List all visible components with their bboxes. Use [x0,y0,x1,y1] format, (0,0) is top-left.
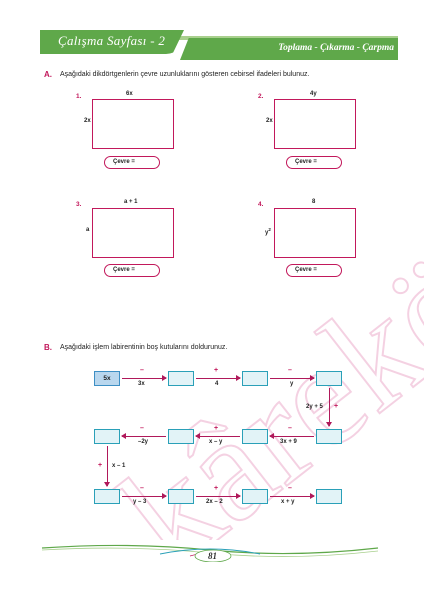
maze-op-down-2: + [98,462,103,469]
maze-box-r1-3[interactable] [242,371,268,386]
maze-box-r2-1[interactable] [94,429,120,444]
maze-op-r1-3: – [288,367,292,374]
item-3-cevre-field[interactable]: Çevre = [104,264,160,277]
maze-box-r2-3[interactable] [242,429,268,444]
maze-arrow-r3-3 [270,493,315,500]
item-1-top-label: 6x [126,91,133,97]
item-4-side-exponent: 2 [268,227,271,232]
maze-term-r3-2: 2x – 2 [206,499,223,505]
item-2-side-label: 2x [266,118,273,124]
item-4-side-base: y [265,230,269,236]
maze-arrow-down-2 [104,446,111,487]
item-2-top-label: 4y [310,91,317,97]
header-title-tab [40,30,184,54]
item-3-number: 3. [76,201,82,208]
maze-term-r1-3: y [290,381,294,387]
item-3-side-label: a [86,227,90,233]
item-1-side-label: 2x [84,118,91,124]
maze-box-r3-4[interactable] [316,489,342,504]
maze-term-down-2: x – 1 [112,463,126,469]
maze-op-r3-3: – [288,485,292,492]
maze-op-r1-1: – [140,367,144,374]
maze-box-r2-4[interactable] [316,429,342,444]
item-4-top-label: 8 [312,199,316,205]
maze-op-r2-1: – [288,425,292,432]
item-3-top-label: a + 1 [124,199,138,205]
maze-box-r1-4[interactable] [316,371,342,386]
maze-arrow-r1-2 [196,375,241,382]
maze-term-r3-3: x + y [281,499,295,505]
maze-arrow-r3-2 [196,493,241,500]
maze-start-box: 5x [94,371,120,386]
maze-term-r1-2: 4 [215,381,219,387]
maze-op-down-1: + [334,403,339,410]
section-b-instruction: Aşağıdaki işlem labirentinin boş kutular… [60,344,228,351]
item-2-cevre-field[interactable]: Çevre = [286,156,342,169]
maze-op-r2-3: – [140,425,144,432]
maze-op-r1-2: + [214,367,219,374]
maze-term-r2-1: 3x + 9 [280,439,297,445]
maze-op-r3-2: + [214,485,219,492]
maze-op-r2-2: + [214,425,219,432]
maze-arrow-r2-2 [195,433,240,440]
maze-term-r1-1: 3x [138,381,145,387]
item-1-number: 1. [76,93,82,100]
karekok-watermark: kârekök [90,172,424,540]
section-a-instruction: Aşağıdaki dikdörtgenlerin çevre uzunlukl… [60,71,310,78]
item-4-cevre-field[interactable]: Çevre = [286,264,342,277]
item-4-number: 4. [258,201,264,208]
maze-term-r2-2: x – y [209,439,223,445]
footer-swirl-decoration [41,544,379,562]
maze-op-r3-1: – [140,485,144,492]
page-number: 81 [208,551,217,561]
maze-box-r3-3[interactable] [242,489,268,504]
maze-box-r1-2[interactable] [168,371,194,386]
item-2-number: 2. [258,93,264,100]
item-1-cevre-field[interactable]: Çevre = [104,156,160,169]
maze-term-r2-3: –2y [138,439,149,445]
section-b-letter: B. [44,343,52,352]
page-subtitle: Toplama - Çıkarma - Çarpma [278,43,394,53]
maze-term-r3-1: y – 3 [133,499,147,505]
item-4-rectangle [274,208,356,258]
section-a-letter: A. [44,70,52,79]
maze-arrow-r1-1 [122,375,167,382]
maze-box-r2-2[interactable] [168,429,194,444]
maze-arrow-r1-3 [270,375,315,382]
maze-arrow-r3-1 [122,493,167,500]
item-1-rectangle [92,99,174,149]
item-4-side-label: y2 [265,227,271,236]
item-2-rectangle [274,99,356,149]
maze-arrow-down-1 [326,388,333,427]
maze-term-down-1: 2y + 5 [306,404,323,410]
maze-arrow-r2-1 [269,433,314,440]
item-3-rectangle [92,208,174,258]
header-band [180,38,398,60]
maze-box-r3-1[interactable] [94,489,120,504]
maze-box-r3-2[interactable] [168,489,194,504]
maze-arrow-r2-3 [121,433,166,440]
page-title: Çalışma Sayfası - 2 [58,33,166,48]
maze-start-value: 5x [103,375,111,382]
